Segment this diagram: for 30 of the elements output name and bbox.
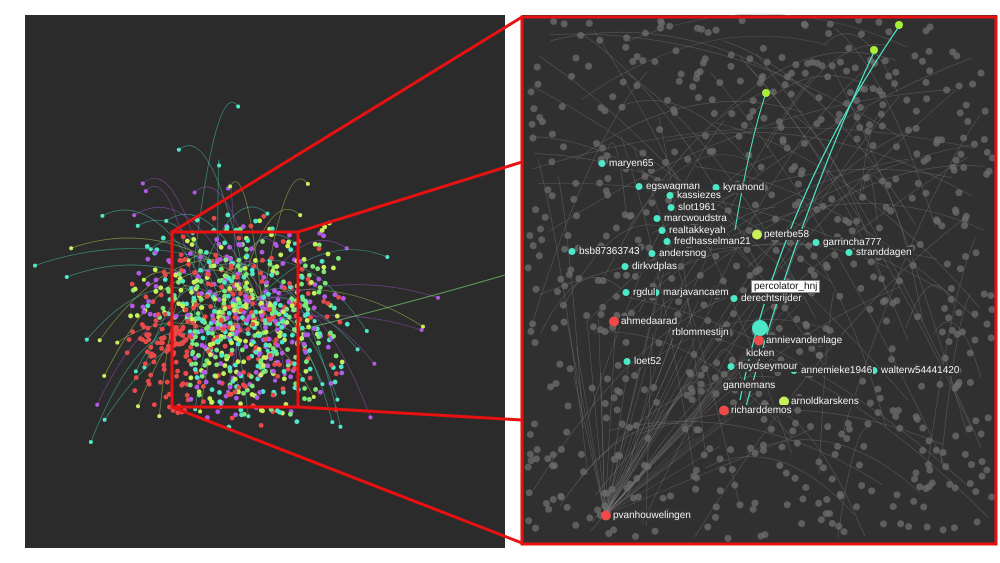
handle-label: kyrahond (722, 182, 766, 193)
handle-label: stranddagen (855, 247, 913, 258)
handle-label: fredhasselman21 (673, 236, 752, 247)
handle-label: loet52 (633, 356, 662, 367)
highlighted-handle-label: percolator_hnj (751, 280, 820, 293)
handle-label: richarddemos (730, 405, 793, 416)
handle-label: ahmedaarad (620, 316, 678, 327)
handle-label: kicken (745, 348, 776, 359)
handle-label: garrincha777 (822, 237, 882, 248)
handle-label: pvanhouwelingen (612, 510, 692, 521)
handle-label: rgdul (632, 287, 656, 298)
handle-label: maryen65 (608, 158, 654, 169)
handle-label: annemieke1946 (800, 365, 874, 376)
handle-label: walterw54441420 (880, 365, 960, 376)
handle-label: marcwoudstra (663, 213, 728, 224)
handle-label: realtakkeyah (668, 225, 727, 236)
handle-label: arnoldkarskens (790, 396, 860, 407)
handle-label: andersnog (658, 248, 708, 259)
handle-label: bsb87363743 (578, 246, 641, 257)
handle-label: kassiezes (676, 190, 722, 201)
handle-label: floydseymour (737, 361, 798, 372)
handle-label: gannemans (722, 380, 776, 391)
handle-label: peterbe58 (763, 229, 810, 240)
handle-label: egswagman (645, 181, 701, 192)
handle-label: rblommestijn (671, 327, 730, 338)
handle-label: slot1961 (677, 202, 717, 213)
handle-label: marjavancaem (662, 287, 730, 298)
handle-label: dirkvdplas (631, 261, 678, 272)
handle-label: annievandenlage (765, 335, 844, 346)
handle-label: derechtsrijder (740, 293, 803, 304)
